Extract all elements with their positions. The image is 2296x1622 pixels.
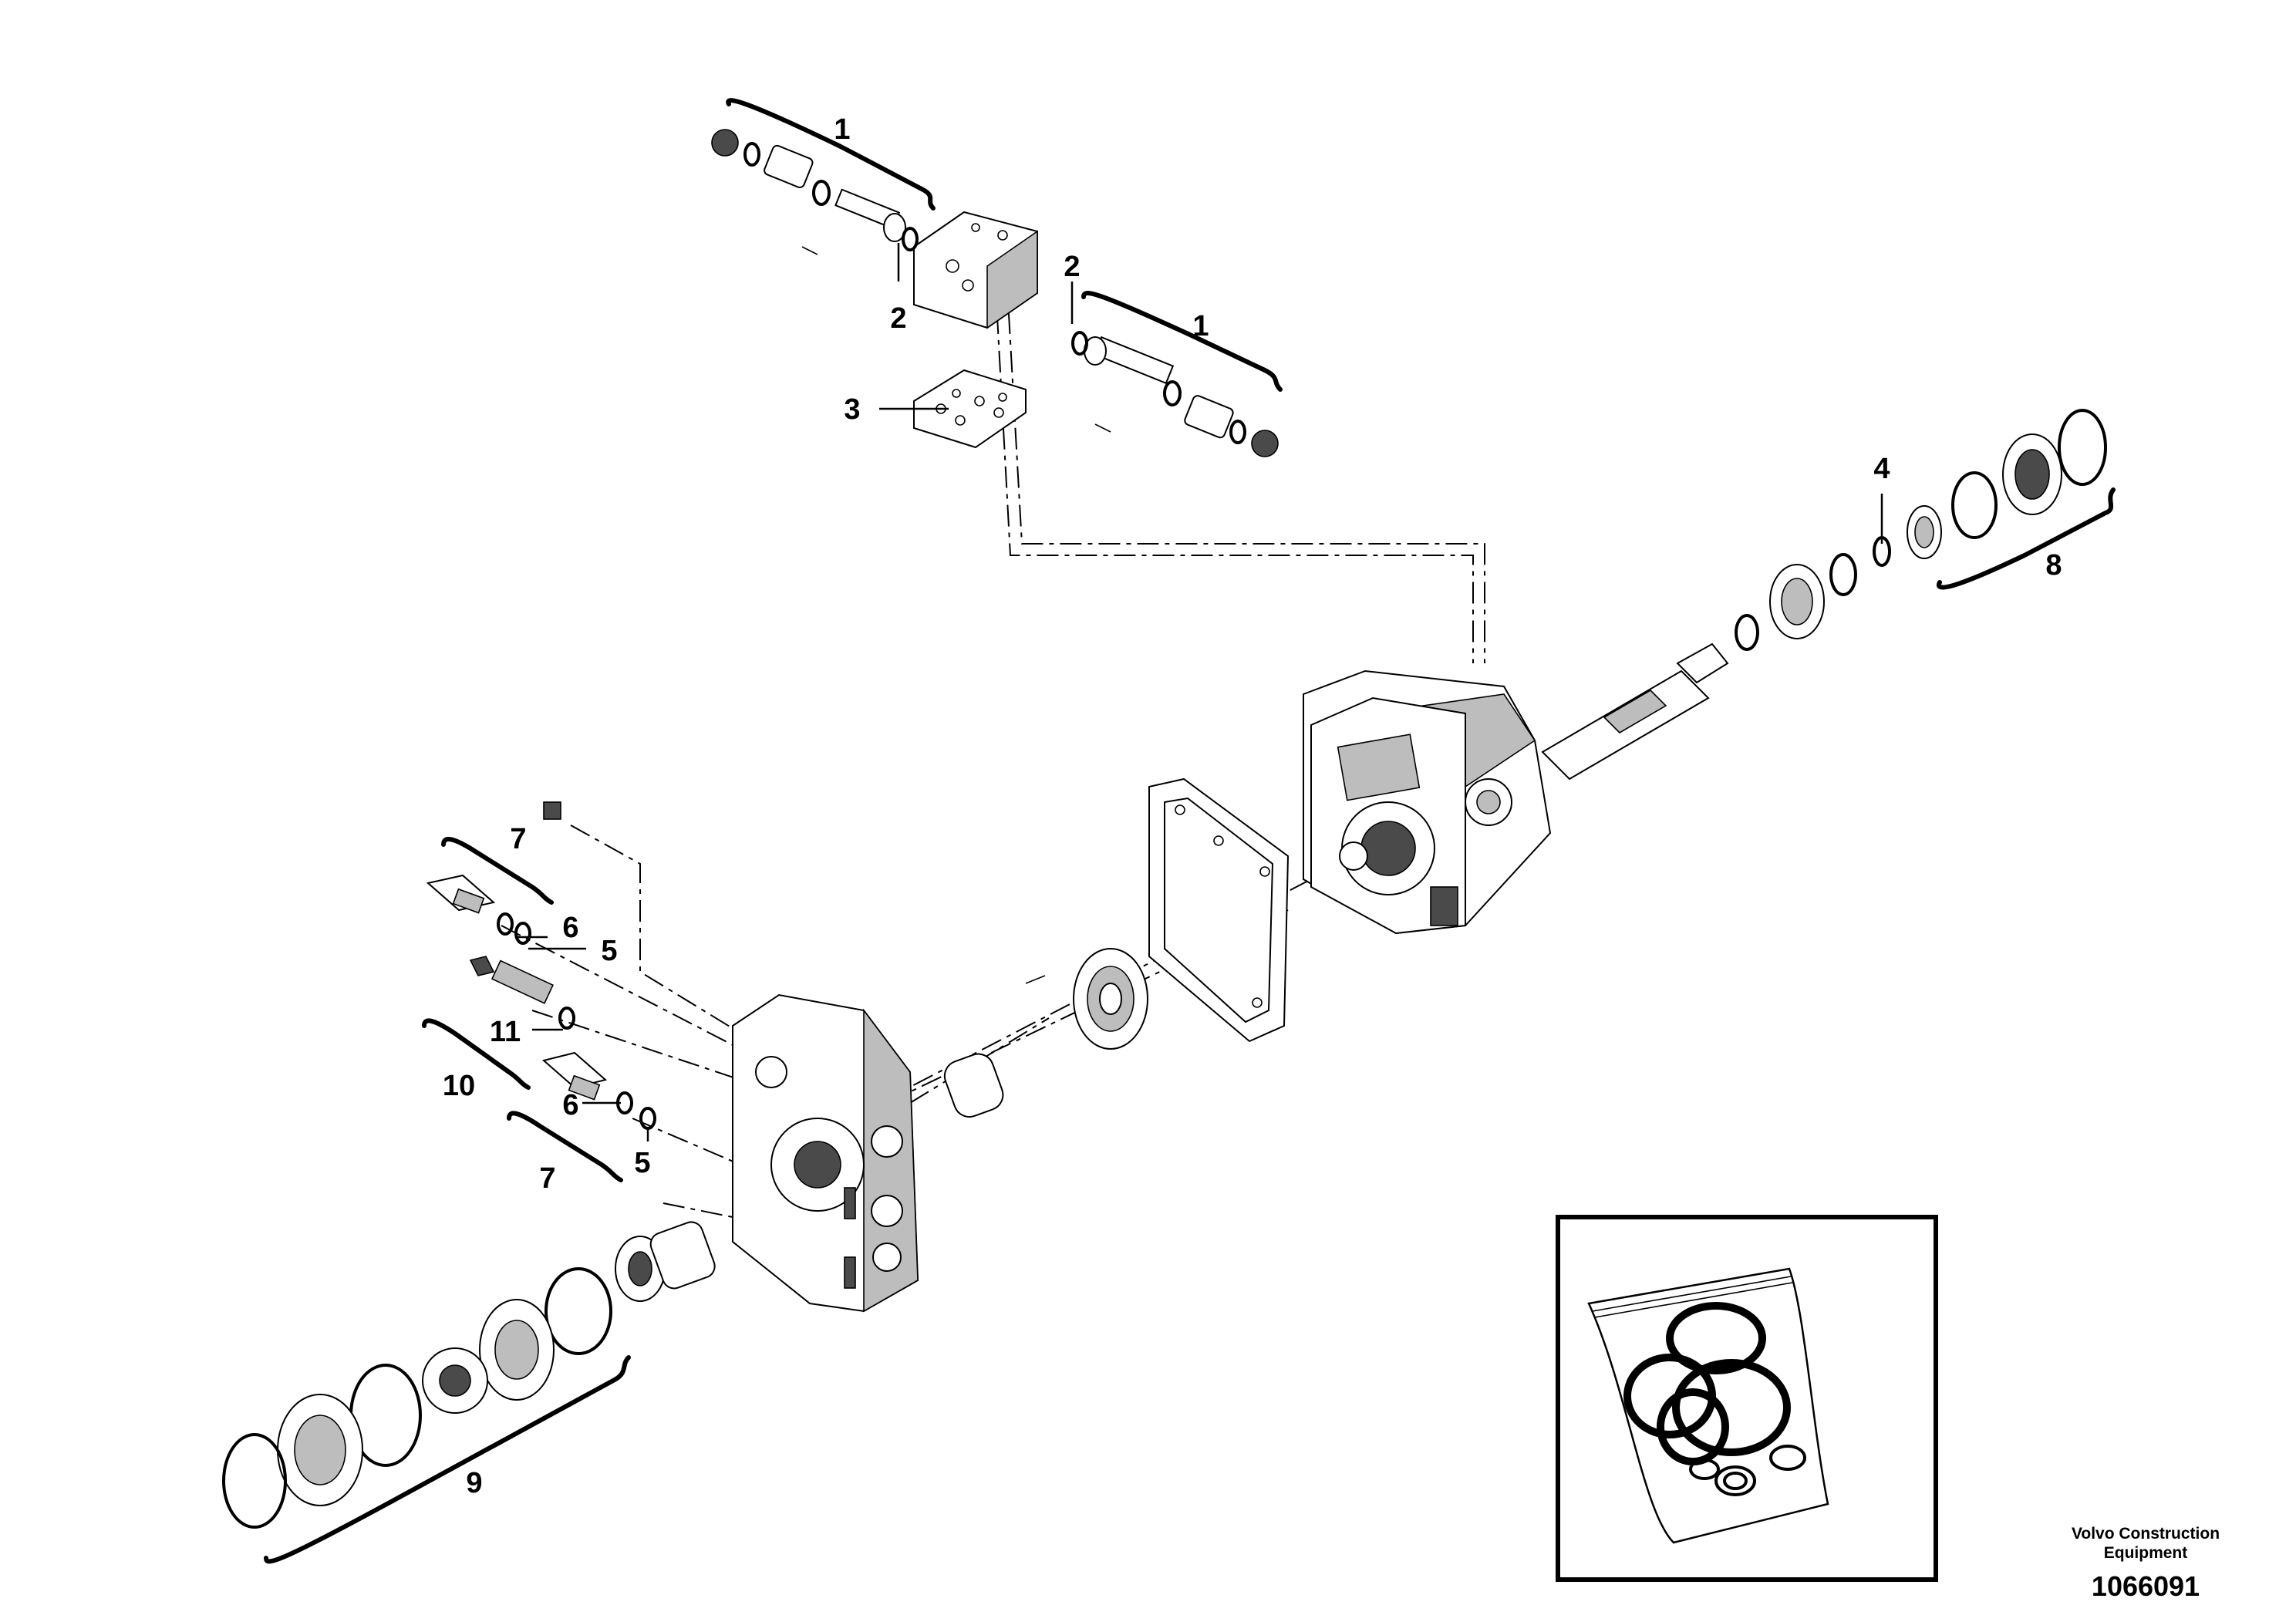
callout-3: 3: [844, 393, 860, 426]
pump-housing: [1303, 669, 1552, 935]
charge-pump-kit: [222, 1221, 716, 1529]
callout-4: 4: [1873, 453, 1890, 485]
callout-10: 10: [443, 1070, 475, 1102]
callout-1-right: 1: [1192, 310, 1209, 342]
callout-2-right: 2: [1064, 251, 1080, 283]
callout-6-top: 6: [562, 912, 578, 944]
seal-kit-inset: [1556, 1215, 1938, 1582]
illustration-number: 1066091: [2091, 1570, 2200, 1602]
callout-7-top: 7: [510, 823, 526, 855]
drive-shaft: [1541, 409, 2107, 781]
callout-6-bottom: 6: [562, 1089, 578, 1121]
callout-9: 9: [466, 1467, 482, 1499]
callout-labels: 1 2 2 1 3 4 8 7 6 5 11 10 6 7 5 9 12: [443, 113, 2062, 1499]
relief-valves: [426, 801, 656, 1130]
callout-1-top: 1: [834, 113, 850, 146]
callout-2-left: 2: [890, 302, 906, 335]
callout-5-bottom: 5: [634, 1147, 650, 1179]
control-valve-assembly: [711, 129, 1279, 457]
callout-8: 8: [2045, 549, 2062, 582]
callout-7-bottom: 7: [539, 1162, 555, 1195]
housing-gasket: [1148, 777, 1290, 1043]
braces: [264, 98, 2116, 1564]
port-plate: [732, 993, 919, 1313]
callout-11: 11: [490, 1016, 521, 1048]
callout-5-top: 5: [601, 935, 617, 967]
swash-plate-and-bushing: [943, 948, 1148, 1118]
brand-text: Volvo Construction Equipment: [2071, 1525, 2220, 1562]
